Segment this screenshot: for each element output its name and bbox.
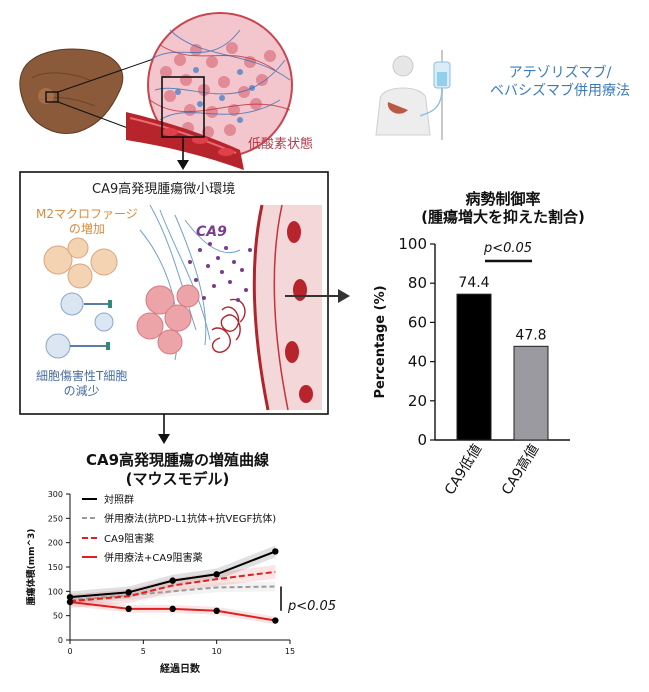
growth-y-tick-label: 200 xyxy=(48,539,63,548)
bar-y-tick-label: 80 xyxy=(408,274,427,292)
bar-y-tick-label: 60 xyxy=(408,313,427,331)
growth-chart-title: CA9高発現腫瘍の増殖曲線 (マウスモデル) xyxy=(85,451,270,488)
bar-y-tick-label: 100 xyxy=(398,235,427,253)
ca9-label: CA9 xyxy=(196,224,227,240)
bar-chart-title: 病勢制御率 (腫瘍増大を抑えた割合) xyxy=(421,190,585,226)
growth-y-tick-label: 100 xyxy=(48,587,63,596)
growth-x-tick-label: 5 xyxy=(141,647,146,656)
therapy-label: アテゾリズマブ/ ベバシズマブ併用療法 xyxy=(490,65,630,99)
data-point xyxy=(213,607,220,614)
microenvironment-title: CA9高発現腫瘍微小環境 xyxy=(92,182,236,197)
bar-value-label: 47.8 xyxy=(515,327,546,343)
data-point xyxy=(213,571,220,578)
data-point xyxy=(66,593,74,601)
bar-value-label: 74.4 xyxy=(458,275,489,291)
data-point xyxy=(169,605,176,613)
data-point xyxy=(169,577,176,584)
bar-category-label: CA9低値 xyxy=(442,442,485,498)
liver-zoom-box xyxy=(45,91,59,103)
growth-y-tick-label: 150 xyxy=(48,563,63,572)
growth-y-tick-label: 300 xyxy=(48,490,63,499)
microenvironment-illustration xyxy=(43,204,322,411)
growth-y-tick-label: 0 xyxy=(58,636,63,645)
bar xyxy=(513,345,549,441)
data-point xyxy=(125,605,132,613)
growth-significance-label: p<0.05 xyxy=(287,599,336,614)
growth-x-tick-label: 10 xyxy=(212,647,222,656)
growth-y-axis-label: 腫瘍体積(mm^3) xyxy=(25,529,37,606)
bar xyxy=(456,293,492,441)
bar-y-tick-label: 20 xyxy=(408,392,427,410)
growth-y-tick-label: 50 xyxy=(53,612,63,621)
legend-label: 対照群 xyxy=(104,493,134,506)
blood-vessel-illustration xyxy=(126,112,244,170)
series-error-band xyxy=(70,545,276,604)
t-cell-label: 細胞傷害性T細胞 の減少 xyxy=(36,369,128,398)
bar-y-axis-label: Percentage (%) xyxy=(373,285,388,398)
iv-bag-icon xyxy=(419,50,451,140)
legend-label: 併用療法(抗PD-L1抗体+抗VEGF抗体) xyxy=(104,512,276,525)
data-point xyxy=(125,589,132,596)
patient-illustration xyxy=(375,55,431,136)
liver-illustration xyxy=(19,48,124,134)
bar-y-tick-label: 40 xyxy=(408,353,427,371)
bar-category-label: CA9高値 xyxy=(498,441,542,498)
legend-label: CA9阻害薬 xyxy=(104,532,154,545)
growth-x-tick-label: 0 xyxy=(67,647,72,656)
growth-y-tick-label: 250 xyxy=(48,514,63,523)
data-point xyxy=(272,617,279,624)
growth-x-tick-label: 15 xyxy=(285,647,295,656)
series-line xyxy=(69,570,276,603)
bar-y-tick-label: 0 xyxy=(417,431,427,449)
hypoxia-label: 低酸素状態 xyxy=(248,137,314,152)
m2-macrophage-label: M2マクロファージ の増加 xyxy=(36,207,138,236)
bar-significance-label: p<0.05 xyxy=(483,241,532,256)
data-point xyxy=(272,548,279,555)
legend-label: 併用療法+CA9阻害薬 xyxy=(104,551,203,564)
data-point xyxy=(66,598,74,606)
growth-chart: 0 50 100 150 200 250 300 0 5 10 15 経過日数 腫瘍体積(mm^3) p… xyxy=(25,490,336,675)
growth-x-axis-label: 経過日数 xyxy=(160,662,201,675)
